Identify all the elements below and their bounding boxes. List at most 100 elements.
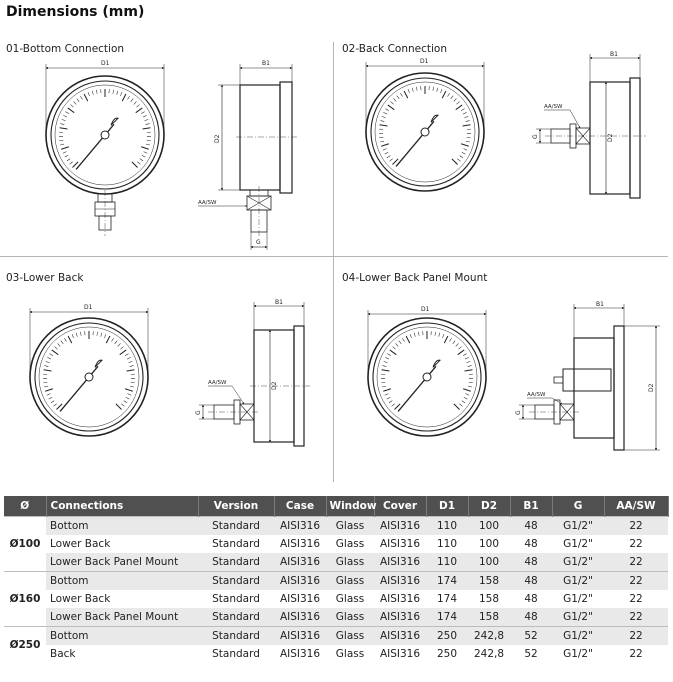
gauge-tick [143, 151, 148, 154]
table-cell: AISI316 [374, 553, 426, 572]
gauge-tick [409, 334, 412, 339]
table-cell: 250 [436, 648, 458, 660]
table-cell: AISI316 [274, 571, 326, 590]
table-cell: AISI316 [374, 571, 426, 590]
gauge-tick [87, 92, 90, 97]
gauge-tick [467, 385, 472, 388]
column-header: D2 [468, 496, 511, 517]
table-cell: Bottom [46, 571, 198, 590]
gauge-tick [455, 104, 463, 111]
gauge-tick [50, 400, 55, 404]
gauge-tick [449, 338, 452, 342]
column-header: B1 [510, 496, 553, 517]
gauge-tick [389, 349, 397, 356]
table-cell: 158 [478, 593, 500, 605]
gauge-tick [96, 331, 98, 336]
gauge-tick [442, 334, 445, 339]
gauge-tick [382, 385, 387, 388]
column-header: Ø [4, 496, 47, 517]
gauge-tick [75, 332, 78, 337]
panel-label-back: 02-Back Connection [342, 43, 448, 55]
panel-label-bottom: 01-Bottom Connection [6, 43, 125, 55]
panel-label-lower-back-panel-mount: 04-Lower Back Panel Mount [342, 272, 488, 284]
gauge-tick [130, 381, 135, 384]
table-cell: 110 [426, 553, 468, 572]
gauge-tick [60, 340, 64, 344]
gauge-tick [463, 148, 468, 151]
table-cell: Bottom [46, 516, 198, 535]
table-cell: Glass [326, 626, 374, 645]
table-cell: 22 [604, 553, 668, 572]
gauge-tick [387, 104, 395, 111]
dim-label-d2: D2 [648, 383, 655, 392]
gauge-tick [48, 396, 53, 400]
table-cell: Lower Back [50, 538, 111, 550]
gauge-tick [394, 403, 401, 410]
gauge-tick [128, 361, 133, 364]
table-cell: AISI316 [374, 608, 426, 627]
gauge-tick [462, 388, 471, 392]
gauge-tick [468, 381, 473, 384]
table-cell: AISI316 [379, 648, 421, 660]
table-cell: 22 [604, 571, 668, 590]
gauge-tick [384, 393, 389, 396]
gauge-tick [130, 98, 134, 102]
table-cell: AISI316 [279, 538, 321, 550]
gauge-tick [403, 90, 409, 99]
table-cell: AISI316 [379, 538, 421, 550]
table-cell: Bottom [46, 626, 198, 645]
gauge-tick [61, 119, 66, 122]
gauge-needle-tail [432, 359, 441, 368]
gauge-dial-edge [376, 326, 478, 428]
gauge-tick [434, 331, 436, 336]
gauge-tick [382, 148, 387, 151]
dim-label-g: G [195, 410, 202, 415]
gauge-tick [45, 361, 50, 364]
gauge-tick [46, 393, 51, 396]
gauge-tick [53, 403, 57, 407]
gauge-tick [100, 332, 103, 337]
gauge-tick [461, 151, 466, 155]
gauge-tick [390, 101, 394, 105]
gauge-inner-ring [370, 77, 480, 187]
gauge-tick [141, 111, 145, 114]
gauge-tick [45, 388, 54, 392]
gauge-tick [447, 93, 450, 97]
gauge-tick [115, 403, 122, 410]
gauge-tick [463, 353, 467, 356]
dim-label-b1: B1 [596, 301, 604, 308]
gauge-tick [405, 335, 411, 344]
gauge-tick [142, 115, 147, 118]
gauge-tick [63, 115, 68, 118]
table-cell: G1/2" [563, 538, 593, 550]
gauge-tick [67, 107, 75, 114]
drawing-bottom-connection: D1 B1 D2 G AA/SW [45, 60, 298, 250]
table-cell: 48 [510, 516, 552, 535]
gauge-tick [80, 96, 83, 100]
gauge-tick [127, 96, 130, 100]
gauge-tick [438, 332, 441, 337]
gauge-tick [62, 151, 67, 154]
gauge-tick [400, 93, 403, 97]
dim-label-aasw: AA/SW [208, 380, 227, 386]
gauge-tick [385, 108, 389, 111]
column-header: G [552, 496, 605, 517]
table-cell: AISI316 [279, 593, 321, 605]
table-cell: G1/2" [563, 648, 593, 660]
dim-label-g: G [532, 134, 539, 139]
gauge-face-2 [365, 72, 485, 192]
gauge-tick [383, 388, 392, 392]
table-cell: Lower Back Panel Mount [46, 608, 198, 627]
gauge-tick [119, 349, 127, 356]
gauge-pivot [84, 372, 94, 382]
gauge-tick [392, 346, 396, 350]
gauge-tick [142, 127, 151, 130]
gauge-inner-ring [50, 80, 160, 190]
gauge-tick [418, 331, 420, 336]
gauge-tick [395, 343, 399, 347]
gauge-tick [43, 381, 48, 384]
gauge-needle [59, 365, 99, 412]
gauge-tick [133, 101, 137, 105]
